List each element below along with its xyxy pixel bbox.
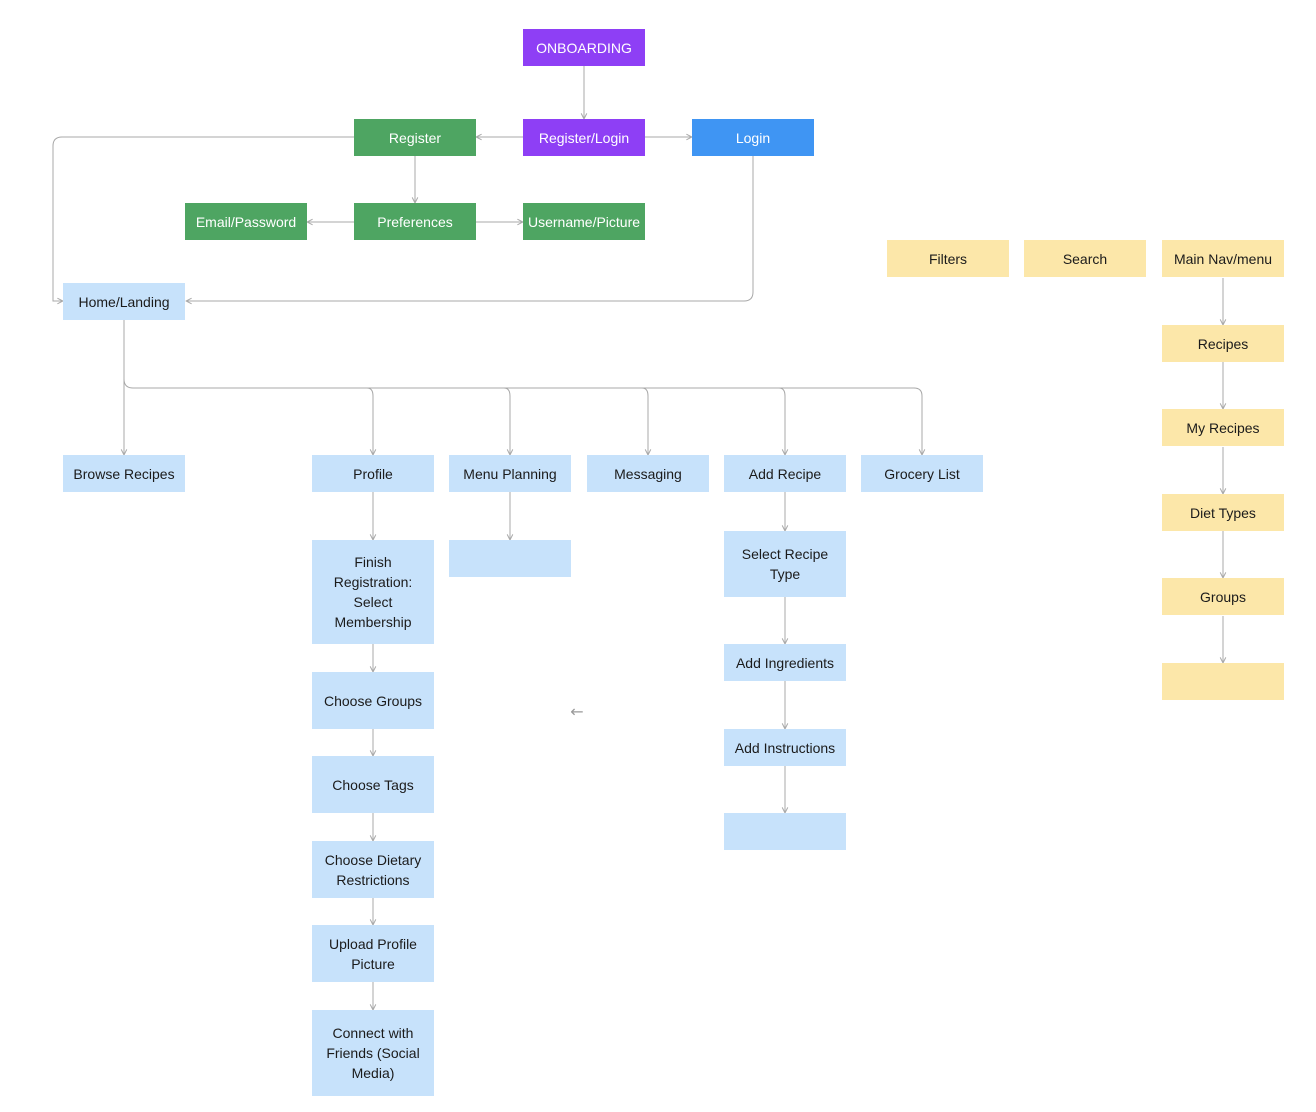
node-menu-planning[interactable]: Menu Planning — [449, 455, 571, 492]
node-username-picture[interactable]: Username/Picture — [523, 203, 645, 240]
node-preferences[interactable]: Preferences — [354, 203, 476, 240]
node-choose-groups[interactable]: Choose Groups — [312, 672, 434, 729]
node-login[interactable]: Login — [692, 119, 814, 156]
node-diet-types[interactable]: Diet Types — [1162, 494, 1284, 531]
node-email-password[interactable]: Email/Password — [185, 203, 307, 240]
node-connect-friends[interactable]: Connect with Friends (Social Media) — [312, 1010, 434, 1096]
node-nav-end[interactable] — [1162, 663, 1284, 700]
node-main-nav[interactable]: Main Nav/menu — [1162, 240, 1284, 277]
node-add-instructions[interactable]: Add Instructions — [724, 729, 846, 766]
node-browse-recipes[interactable]: Browse Recipes — [63, 455, 185, 492]
node-finish-registration[interactable]: Finish Registration: Select Membership — [312, 540, 434, 644]
node-recipes[interactable]: Recipes — [1162, 325, 1284, 362]
node-add-recipe-end[interactable] — [724, 813, 846, 850]
node-add-recipe[interactable]: Add Recipe — [724, 455, 846, 492]
node-add-ingredients[interactable]: Add Ingredients — [724, 644, 846, 681]
connector-home-bus — [123, 378, 922, 455]
node-search[interactable]: Search — [1024, 240, 1146, 277]
connector-bus-messaging — [641, 387, 648, 455]
node-messaging[interactable]: Messaging — [587, 455, 709, 492]
node-my-recipes[interactable]: My Recipes — [1162, 409, 1284, 446]
node-onboarding[interactable]: ONBOARDING — [523, 29, 645, 66]
node-home-landing[interactable]: Home/Landing — [63, 283, 185, 320]
node-upload-picture[interactable]: Upload Profile Picture — [312, 925, 434, 982]
connector-login-home — [186, 156, 754, 301]
node-register[interactable]: Register — [354, 119, 476, 156]
node-choose-dietary[interactable]: Choose Dietary Restrictions — [312, 841, 434, 898]
node-menu-planning-child[interactable] — [449, 540, 571, 577]
node-filters[interactable]: Filters — [887, 240, 1009, 277]
node-profile[interactable]: Profile — [312, 455, 434, 492]
node-grocery-list[interactable]: Grocery List — [861, 455, 983, 492]
connector-bus-profile — [366, 387, 373, 455]
node-register-login[interactable]: Register/Login — [523, 119, 645, 156]
node-choose-tags[interactable]: Choose Tags — [312, 756, 434, 813]
connector-bus-menu-planning — [503, 387, 510, 455]
connector-bus-add-recipe — [778, 387, 785, 455]
node-select-recipe-type[interactable]: Select Recipe Type — [724, 531, 846, 597]
connector-register-home — [52, 136, 354, 301]
arrow-left-icon: ← — [570, 702, 584, 721]
node-groups[interactable]: Groups — [1162, 578, 1284, 615]
